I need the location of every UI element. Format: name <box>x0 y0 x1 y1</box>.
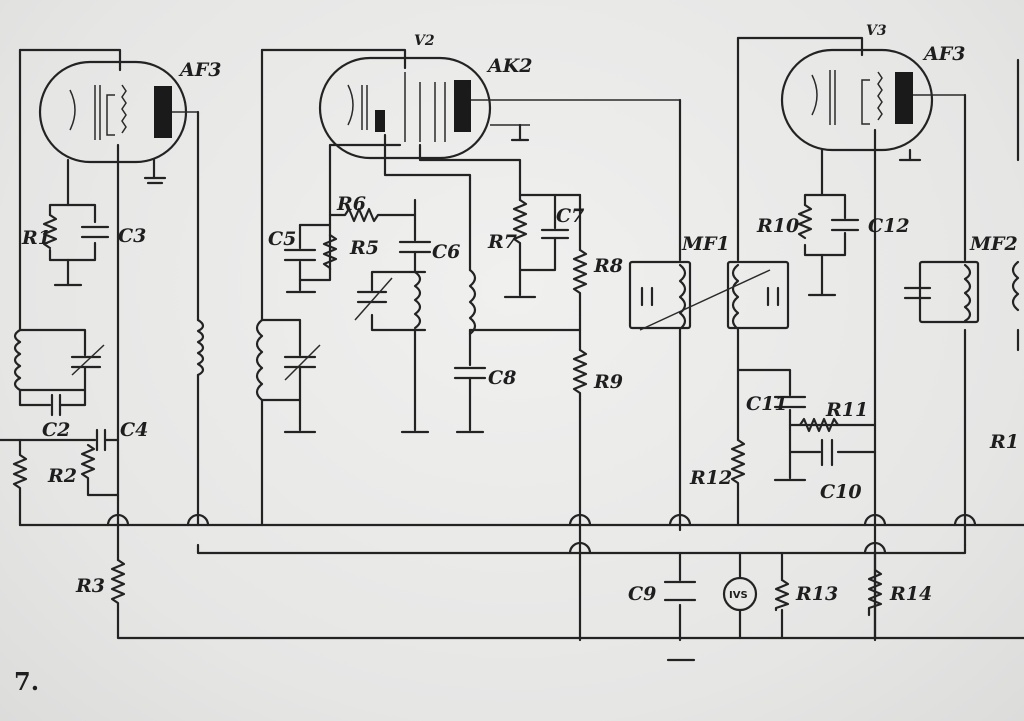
r15-label: R1 <box>989 431 1019 453</box>
labels: AF3 AK2 V2 AF3 V3 R1 C3 C2 C4 R2 R3 C5 R… <box>14 23 1019 696</box>
tube-af3-left <box>38 60 198 164</box>
c2-label: C2 <box>42 419 70 441</box>
meter-label: IVS <box>729 590 748 601</box>
c11-label: C11 <box>746 393 788 415</box>
c7-label: C7 <box>556 205 584 227</box>
r1-label: R1 <box>21 227 51 249</box>
c6-label: C6 <box>432 241 460 263</box>
r10-label: R10 <box>756 215 799 237</box>
r7-label: R7 <box>487 231 517 253</box>
mf1-label: MF1 <box>681 233 730 255</box>
r3-label: R3 <box>75 575 105 597</box>
c4-label: C4 <box>120 419 148 441</box>
c10-label: C10 <box>820 481 862 503</box>
r6-label: R6 <box>336 193 366 215</box>
r12-label: R12 <box>689 467 732 489</box>
c9-label: C9 <box>628 583 656 605</box>
c8-label: C8 <box>488 367 516 389</box>
tube-af3-right <box>780 48 965 152</box>
tube3-designator-label: V3 <box>866 23 887 39</box>
mf2-label: MF2 <box>969 233 1018 255</box>
tube3-type-label: AF3 <box>922 43 965 65</box>
figure-number: 7. <box>14 667 39 696</box>
r13-label: R13 <box>795 583 838 605</box>
components <box>0 58 1020 662</box>
r9-label: R9 <box>593 371 623 393</box>
c12-label: C12 <box>868 215 910 237</box>
r11-label: R11 <box>825 399 868 421</box>
c5-label: C5 <box>268 228 296 250</box>
r2-label: R2 <box>47 465 77 487</box>
r14-label: R14 <box>889 583 932 605</box>
r8-label: R8 <box>593 255 623 277</box>
tube1-type-label: AF3 <box>178 59 221 81</box>
c3-label: C3 <box>118 225 146 247</box>
r5-label: R5 <box>349 237 379 259</box>
tube2-designator-label: V2 <box>414 33 435 49</box>
tube2-type-label: AK2 <box>486 55 532 77</box>
